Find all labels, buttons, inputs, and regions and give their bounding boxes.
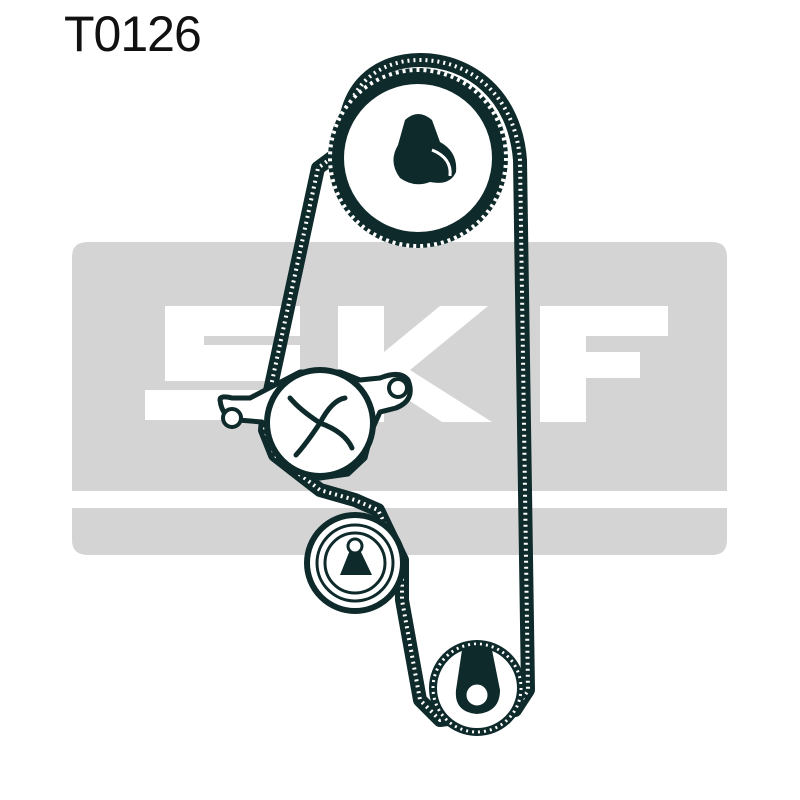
tensioner-pulley-icon (304, 512, 406, 614)
part-code: T0126 (64, 6, 202, 62)
camshaft-sprocket-icon (328, 68, 508, 248)
crankshaft-sprocket-icon (429, 640, 525, 736)
water-pump-pulley-icon (217, 367, 413, 481)
